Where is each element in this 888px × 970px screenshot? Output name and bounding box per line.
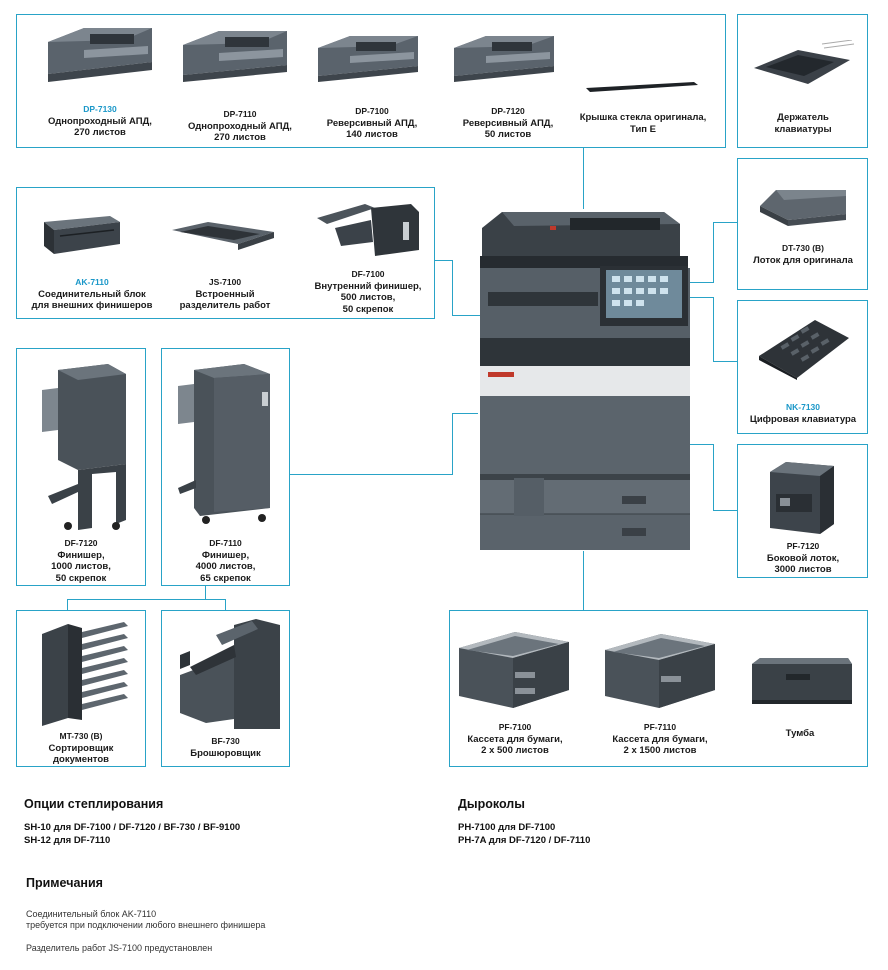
nk7130-label: NK-7130 Цифровая клавиатура [738, 402, 868, 425]
ak7110-label: AK-7110 Соединительный блок для внешних … [22, 277, 162, 312]
mt730-code: MT-730 (B) [59, 731, 103, 741]
connector-df7110-v [205, 586, 206, 599]
connector-external-v [452, 413, 453, 475]
connector-top [583, 147, 584, 209]
keyboard-holder-label: Держатель клавиатуры [774, 112, 832, 135]
connector-external-h [290, 474, 452, 475]
connector-finisher-v [452, 260, 453, 315]
dp7120-code: DP-7120 [491, 106, 525, 116]
connector-pf-v [713, 444, 714, 510]
nk7130-image [759, 320, 849, 380]
df7110-label: DF-7110 Финишер, 4000 листов, 65 скрепок [161, 538, 290, 584]
pf7110-image [605, 634, 715, 708]
df7120-label: DF-7120 Финишер, 1000 листов, 50 скрепок [17, 538, 145, 584]
dp7100-image [318, 36, 418, 82]
pf7120-image [770, 462, 834, 534]
dp7120-label: DP-7120 Реверсивный АПД, 50 листов [440, 106, 576, 141]
mfp-main-image [480, 212, 690, 550]
ak7110-image [44, 216, 120, 254]
punchers-title: Дыроколы [458, 797, 525, 811]
ak7110-code: AK-7110 [75, 277, 109, 287]
note-js7100: Разделитель работ JS-7100 предустановлен [26, 943, 213, 953]
dp7100-code: DP-7100 [355, 106, 389, 116]
dp7100-label: DP-7100 Реверсивный АПД, 140 листов [304, 106, 440, 141]
dp7110-label: DP-7110 Однопроходный АПД, 270 листов [170, 109, 310, 144]
bf730-image [180, 619, 280, 729]
keyboard-holder-image [754, 40, 855, 84]
df7100-image [317, 204, 419, 256]
connector-finisher-h2 [452, 315, 484, 316]
dt730-image [760, 190, 846, 226]
connector-bottom [583, 551, 584, 610]
dp7110-image [183, 31, 287, 82]
dp7110-code: DP-7110 [223, 109, 257, 119]
connector-finisher-h [435, 260, 453, 261]
stapling-list: SH-10 для DF-7100 / DF-7120 / BF-730 / B… [24, 822, 241, 846]
connector-nk-h [690, 297, 714, 298]
dp7130-label: DP-7130 Однопроходный АПД, 270 листов [30, 104, 170, 139]
pf7110-code: PF-7110 [643, 722, 677, 732]
js7100-label: JS-7100 Встроенный разделитель работ [158, 277, 292, 312]
mt730-image [42, 622, 128, 726]
stapling-title: Опции степлирования [24, 797, 164, 811]
pf7110-label: PF-7110 Кассета для бумаги, 2 х 1500 лис… [593, 722, 727, 757]
connector-dt730-h2 [713, 222, 737, 223]
pf7120-label: PF-7120 Боковой лоток, 3000 листов [738, 541, 868, 576]
js7100-image [172, 222, 274, 250]
bf730-label: BF-730 Брошюровщик [161, 736, 290, 759]
bf730-code: BF-730 [211, 736, 240, 746]
js7100-code: JS-7100 [208, 277, 242, 287]
dp7130-code: DP-7130 [83, 104, 117, 114]
df7110-image [178, 364, 270, 524]
platen-cover-label: Крышка стекла оригинала, Тип E [579, 112, 707, 135]
connector-nk-v [713, 297, 714, 361]
nk7130-code: NK-7130 [785, 402, 821, 412]
mt730-label: MT-730 (B) Сортировщик документов [17, 731, 145, 766]
pf7100-image [459, 632, 569, 708]
dp7120-image [454, 36, 554, 82]
connector-dt730-v [713, 222, 714, 283]
df7100-code: DF-7100 [351, 269, 385, 279]
pf7100-label: PF-7100 Кассета для бумаги, 2 х 500 лист… [450, 722, 580, 757]
connector-dt730 [690, 282, 714, 283]
platen-cover-image [586, 82, 698, 92]
connector-mt-v2 [225, 599, 226, 610]
connector-mt-v1 [67, 599, 68, 610]
notes-title: Примечания [26, 876, 103, 890]
cabinet-label: Тумба [785, 728, 815, 739]
dp7130-image [48, 28, 152, 82]
df7110-code: DF-7110 [209, 538, 242, 548]
pf7120-code: PF-7120 [786, 541, 820, 551]
df7120-code: DF-7120 [64, 538, 98, 548]
dt730-code: DT-730 (B) [781, 243, 825, 253]
connector-external-h2 [452, 413, 478, 414]
df7100-internal-label: DF-7100 Внутренний финишер, 500 листов, … [300, 269, 436, 315]
connector-pf-h [690, 444, 714, 445]
cabinet-image [752, 658, 852, 704]
pf7100-code: PF-7100 [498, 722, 532, 732]
note-ak7110: Соединительный блок AK-7110 требуется пр… [26, 909, 266, 930]
connector-nk-h2 [713, 361, 737, 362]
punchers-list: PH-7100 для DF-7100 PH-7A для DF-7120 / … [458, 822, 591, 846]
dt730-label: DT-730 (B) Лоток для оригинала [738, 243, 868, 266]
connector-pf-h2 [713, 510, 737, 511]
connector-mt-h [67, 599, 225, 600]
df7120-image [42, 364, 126, 530]
